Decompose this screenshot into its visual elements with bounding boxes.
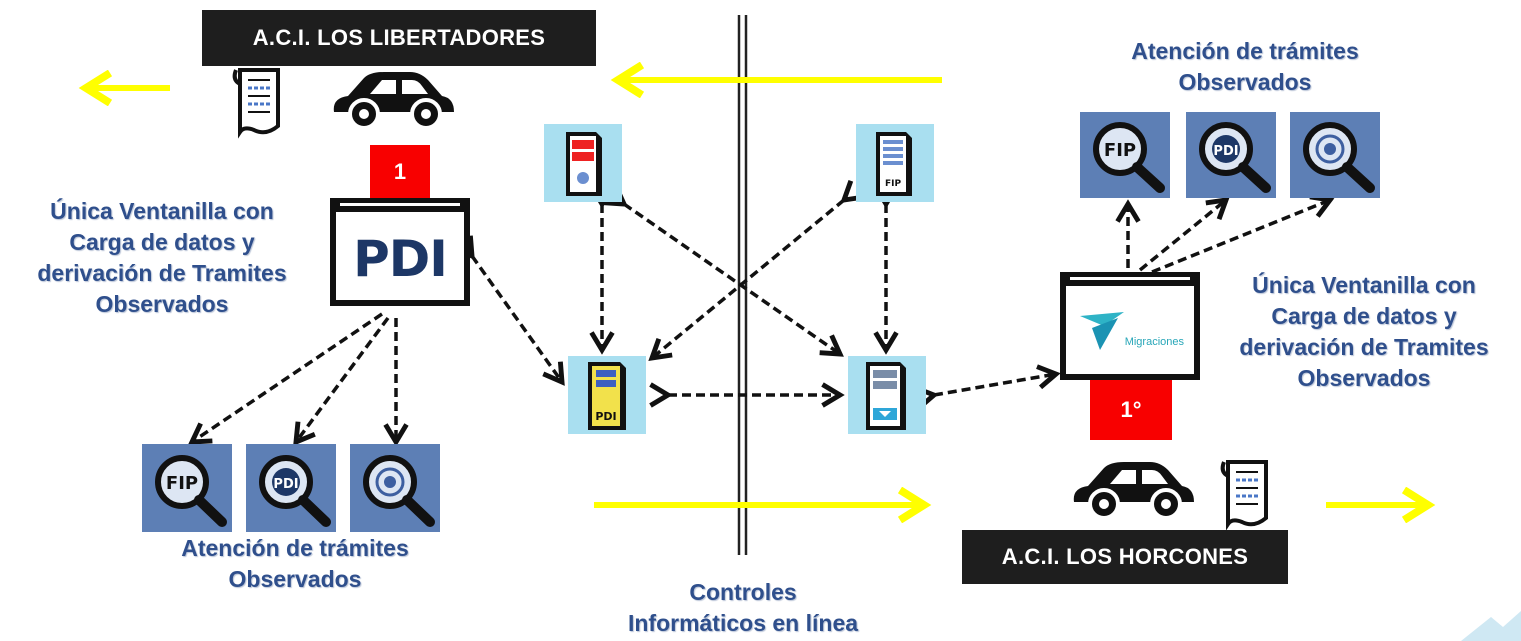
link-pdi-window-server: [452, 235, 565, 386]
svg-text:FIP: FIP: [166, 473, 198, 494]
center-label: Controles Informáticos en línea: [627, 579, 859, 636]
svg-text:PDI: PDI: [273, 477, 298, 492]
server-icon: [566, 132, 602, 196]
svg-text:FIP: FIP: [885, 179, 901, 189]
search-tile-fip-right: FIP: [1080, 112, 1170, 198]
link-pdi-to-search-2: [293, 316, 390, 446]
search-tile-pdi-right: PDI: [1186, 112, 1276, 198]
step-badge-right: 1°: [1090, 380, 1172, 440]
car-icon: [328, 68, 458, 132]
svg-text:FIP: FIP: [1104, 140, 1136, 161]
left-attention-label: Atención de trámites Observados: [181, 535, 409, 592]
link-mig-to-search-3: [1151, 194, 1335, 274]
svg-text:PDI: PDI: [1213, 144, 1238, 159]
migraciones-logo-icon: [1080, 312, 1124, 350]
migraciones-window: Migraciones: [1060, 272, 1200, 380]
server-tile-bottom-left: PDI: [568, 356, 646, 434]
server-icon: FIP: [876, 132, 912, 196]
corner-decoration: [1461, 611, 1521, 641]
server-tile-top-right: FIP: [856, 124, 934, 202]
server-tile-bottom-right: [848, 356, 926, 434]
border-label-right: A.C.I. LOS HORCONES: [962, 530, 1288, 584]
right-description: Única Ventanilla con Carga de datos y de…: [1239, 272, 1489, 391]
server-tile-top-left: [544, 124, 622, 202]
link-mig-to-search-2: [1138, 196, 1230, 272]
svg-text:PDI: PDI: [595, 410, 616, 423]
right-attention-label: Atención de trámites Observados: [1131, 38, 1359, 95]
link-cross-2: [648, 179, 865, 362]
border-label-left: A.C.I. LOS LIBERTADORES: [202, 10, 596, 66]
search-tile-seal-right: [1290, 112, 1380, 198]
search-tile-fip-left: FIP: [142, 444, 232, 532]
link-server-migraciones: [914, 364, 1061, 411]
pdi-window: PDI: [330, 198, 470, 306]
left-description: Única Ventanilla con Carga de datos y de…: [37, 198, 287, 317]
server-icon: [866, 362, 906, 430]
document-icon: [1218, 458, 1274, 532]
server-icon: PDI: [588, 362, 626, 430]
pdi-window-logo: PDI: [353, 230, 448, 288]
link-cross-1: [603, 184, 844, 357]
migraciones-window-logo: Migraciones: [1124, 336, 1184, 348]
link-pdi-to-search-1: [188, 312, 383, 445]
search-tile-pdi-left: PDI: [246, 444, 336, 532]
search-tile-seal-left: [350, 444, 440, 532]
document-icon: [230, 66, 286, 140]
car-icon: [1068, 458, 1198, 522]
